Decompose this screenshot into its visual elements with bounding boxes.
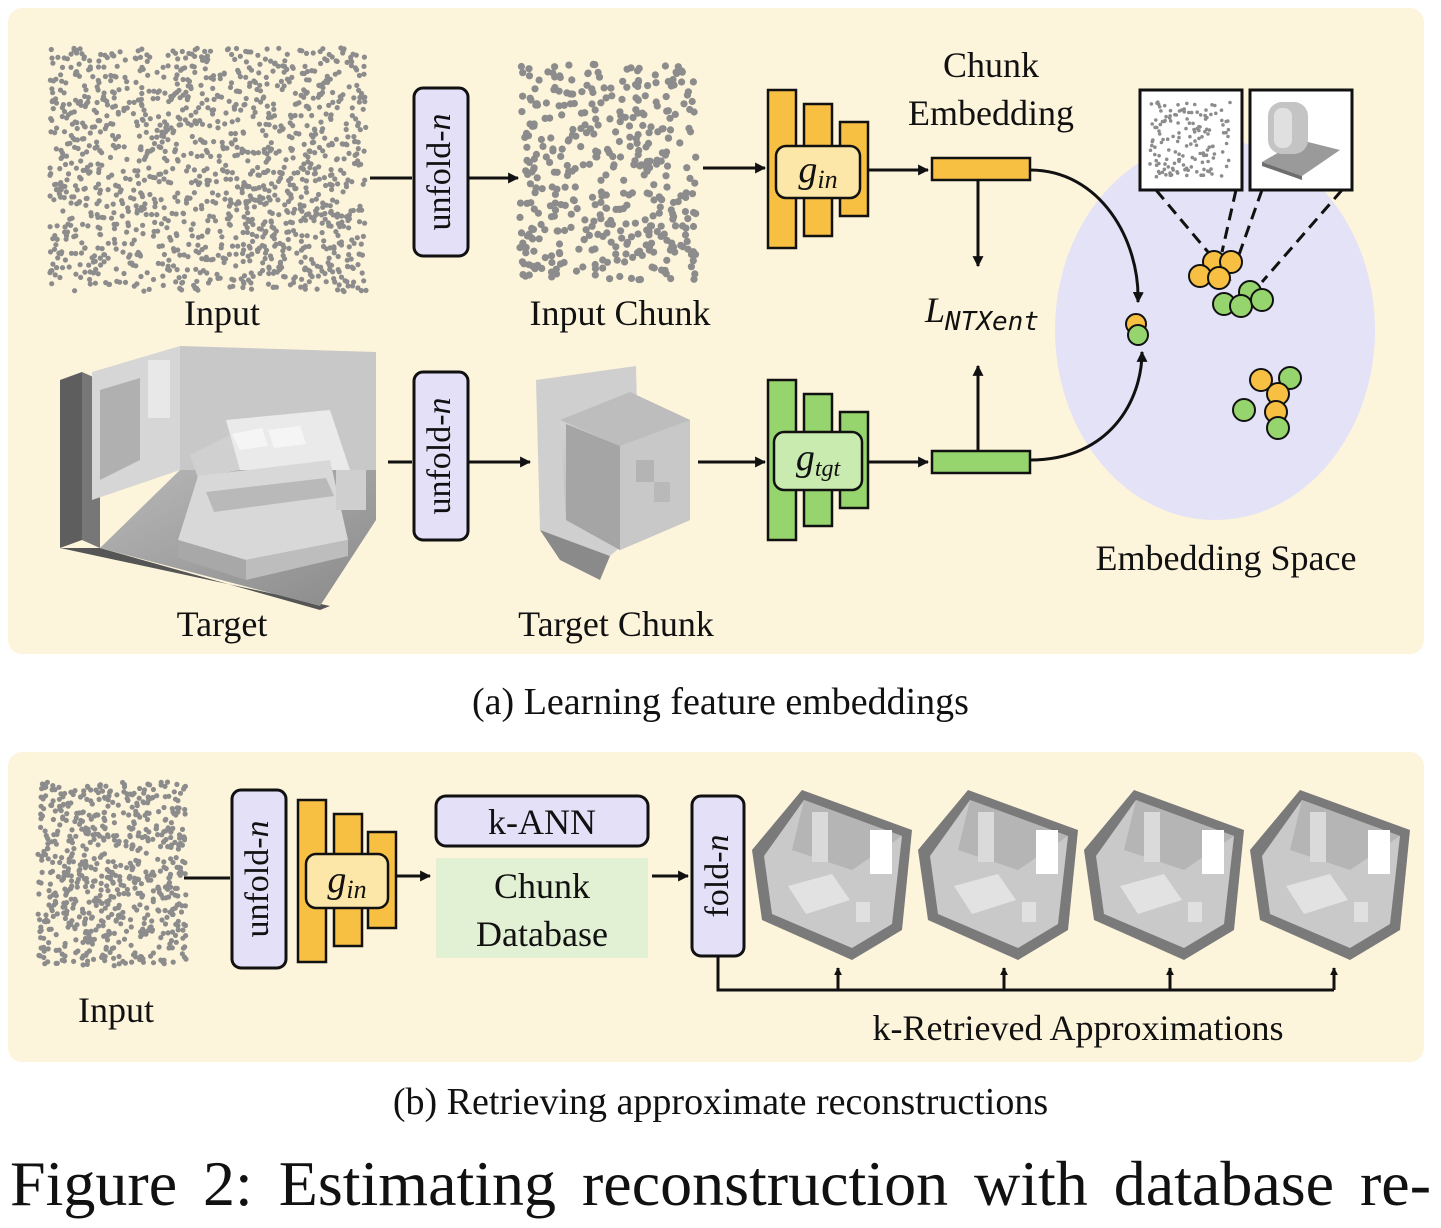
input-chunk-label: Input Chunk [529,293,710,333]
target-label: Target [177,604,268,644]
caption-a: (a) Learning feature embeddings [472,681,969,723]
input-label-b: Input [78,990,154,1030]
retrieved-approximations [752,790,1410,960]
retrieved-room-3 [1084,790,1244,960]
figure-caption: Figure 2: Estimating reconstruction with… [10,1148,1431,1219]
embedding-bar-target [930,449,1032,475]
encoder-g-tgt-symbol: gtgt [796,437,842,482]
inset-point-cloud [1138,88,1244,192]
encoder-g-in-b: gin [296,798,398,964]
encoder-g-in-b-symbol: gin [327,859,366,904]
chunk-embedding-label-line2: Embedding [908,93,1074,133]
retrieved-room-1 [752,790,912,960]
fold-box: fold-n [690,794,746,958]
caption-b: (b) Retrieving approximate reconstructio… [392,1081,1049,1123]
retrieved-label: k-Retrieved Approximations [873,1008,1284,1048]
unfold-box-top: unfold-n [412,86,470,258]
retrieved-room-4 [1250,790,1410,960]
embedding-space-label: Embedding Space [1096,538,1357,578]
unfold-label-bottom: unfold-n [421,397,458,514]
kann-label: k-ANN [488,802,596,842]
input-label: Input [184,293,260,333]
chunk-embedding-label-line1: Chunk [943,45,1039,85]
unfold-label-top: unfold-n [421,113,458,230]
unfold-box-bottom: unfold-n [412,370,470,542]
loss-label: LNTXent [924,290,1039,337]
figure-diagram: Input unfold-n Input Chunk gin Chunk Emb… [8,8,1424,1062]
embedding-bar-input [930,156,1032,182]
target-chunk-label: Target Chunk [518,604,714,644]
arrow-embedding-input-to-space [1029,168,1144,304]
inset-mesh [1248,88,1354,192]
database-label-line2: Database [476,914,608,954]
input-point-cloud-b [35,779,189,969]
arrow-embedding-target-to-space [1029,350,1148,462]
embedding-space [1055,140,1375,520]
encoder-g-in-symbol: gin [798,149,837,194]
database-label-line1: Chunk [494,866,590,906]
unfold-box-b: unfold-n [230,788,288,970]
embedding-clusters [1125,250,1302,440]
target-scene-mesh [60,346,376,610]
input-point-cloud [47,45,369,295]
encoder-g-in: gin [766,88,870,250]
retrieved-room-2 [918,790,1078,960]
target-chunk-mesh [536,366,690,580]
chunk-database-box: Chunk Database [436,858,648,958]
unfold-label-b: unfold-n [239,820,276,937]
kann-box: k-ANN [434,794,650,848]
retrieval-bracket [716,956,1338,992]
input-chunk-point-cloud [516,60,700,284]
fold-label: fold-n [699,834,736,917]
encoder-g-tgt: gtgt [766,378,870,542]
